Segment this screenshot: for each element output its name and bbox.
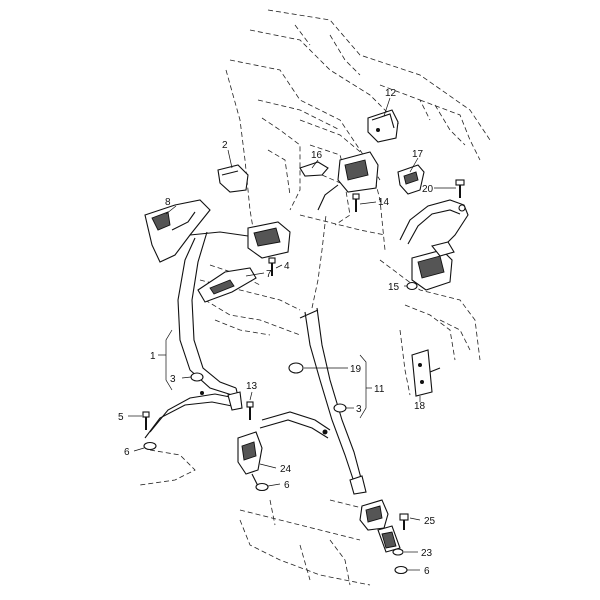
callout-24: 24 (280, 464, 292, 475)
spacer-3-left (190, 372, 204, 382)
callout-19: 19 (350, 364, 362, 375)
bolt-13 (246, 401, 254, 420)
spacer-19 (288, 362, 304, 374)
belt-1-left (144, 231, 243, 439)
nut-23 (392, 548, 404, 556)
callout-20: 20 (422, 184, 434, 195)
part-upper-retractor (299, 151, 379, 211)
callout-17: 17 (412, 149, 424, 160)
part-23-buckle (359, 499, 401, 553)
callout-1: 1 (150, 351, 156, 362)
part-18-bracket (411, 349, 441, 397)
washer-6-right (394, 565, 408, 575)
bolt-20 (455, 179, 465, 198)
callout-25: 25 (424, 516, 436, 527)
leader-lines (128, 97, 456, 571)
callout-labels: 12 2 16 17 8 20 14 4 7 15 1 19 11 3 3 13… (118, 88, 436, 577)
callout-6-center: 6 (284, 480, 290, 491)
callout-15: 15 (388, 282, 400, 293)
callout-23: 23 (421, 548, 433, 559)
part-12-upper-cover (367, 109, 399, 143)
callout-14: 14 (378, 197, 390, 208)
callout-3-right: 3 (356, 404, 362, 415)
washer-15 (406, 281, 418, 291)
callout-12: 12 (385, 88, 397, 99)
washer-6-center (255, 482, 269, 492)
callout-4: 4 (284, 261, 290, 272)
callout-7: 7 (266, 269, 272, 280)
callout-6-right: 6 (424, 566, 430, 577)
part-7-guide (197, 267, 257, 303)
callout-13: 13 (246, 381, 258, 392)
part-24-buckle (237, 431, 263, 487)
part-17-bracket (397, 164, 425, 195)
callout-5: 5 (118, 412, 124, 423)
callout-8: 8 (165, 197, 171, 208)
fasteners (142, 179, 465, 575)
callout-3-left: 3 (170, 374, 176, 385)
callout-11: 11 (374, 384, 385, 395)
callout-18: 18 (414, 401, 426, 412)
callout-16: 16 (311, 150, 323, 161)
spacer-3-right (333, 403, 347, 413)
part-2-cover (217, 164, 249, 193)
belt-11-center (259, 214, 367, 495)
callout-2: 2 (222, 140, 228, 151)
callout-6-left: 6 (124, 447, 130, 458)
bolt-14 (352, 193, 360, 212)
part-right-retractor (411, 241, 455, 291)
part-left-retractor (189, 221, 291, 259)
bolt-25 (399, 513, 409, 530)
bolt-5 (142, 411, 150, 430)
bolt-4 (268, 257, 276, 276)
part-8-bracket (144, 199, 211, 263)
washer-6-left (143, 441, 157, 451)
